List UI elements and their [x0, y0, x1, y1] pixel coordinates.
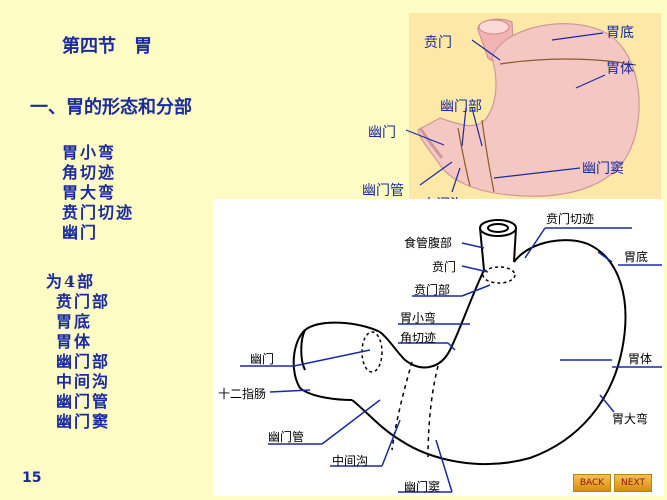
- feature-item: 胃大弯: [62, 183, 117, 202]
- page-number: 15: [22, 470, 42, 486]
- part-item: 胃底: [56, 312, 93, 331]
- part-item: 胃体: [56, 332, 93, 351]
- label-body: 胃体: [606, 61, 634, 77]
- next-button[interactable]: NEXT: [614, 474, 652, 492]
- label2-pylorus: 幽门: [250, 352, 275, 366]
- feature-item: 幽门: [62, 223, 99, 242]
- label2-abdominal-esophagus: 食管腹部: [404, 236, 453, 250]
- part-item: 中间沟: [56, 372, 111, 391]
- label2-intermediate-sulcus: 中间沟: [332, 454, 369, 468]
- label2-body: 胃体: [628, 352, 653, 366]
- feature-list: 胃小弯 角切迹 胃大弯 贲门切迹 幽门: [62, 143, 134, 243]
- label2-cardia: 贲门: [432, 260, 457, 274]
- label-pyloric-antrum: 幽门窦: [582, 161, 624, 177]
- feature-item: 胃小弯: [62, 143, 117, 162]
- label2-cardiac-notch: 贲门切迹: [546, 212, 595, 226]
- label2-pyloric-canal: 幽门管: [268, 430, 305, 444]
- feature-item: 角切迹: [62, 163, 117, 182]
- part-item: 幽门管: [56, 392, 111, 411]
- label-pyloric-canal: 幽门管: [362, 183, 404, 199]
- label2-cardiac-part: 贲门部: [414, 283, 451, 297]
- section-number: 第四节: [62, 36, 116, 57]
- label2-duodenum: 十二指肠: [218, 387, 267, 401]
- subtitle: 一、胃的形态和分部: [30, 97, 192, 118]
- label2-lesser-curvature: 胃小弯: [400, 311, 437, 325]
- label-pyloric-part: 幽门部: [440, 99, 482, 115]
- label2-greater-curvature: 胃大弯: [612, 412, 649, 426]
- label-cardia: 贲门: [424, 35, 452, 51]
- label2-fundus: 胃底: [624, 250, 649, 264]
- section-topic: 胃: [134, 36, 152, 57]
- parts-list: 为4部 贲门部 胃底 胃体 幽门部 中间沟 幽门管 幽门窦: [46, 272, 110, 432]
- section-title: 第四节胃: [62, 32, 152, 58]
- part-item: 贲门部: [56, 292, 111, 311]
- parts-heading: 为4部: [46, 272, 96, 291]
- label2-angular-incisure: 角切迹: [400, 331, 437, 345]
- part-item: 幽门部: [56, 352, 111, 371]
- feature-item: 贲门切迹: [62, 203, 135, 222]
- label2-pyloric-antrum: 幽门窦: [404, 480, 441, 494]
- part-item: 幽门窦: [56, 412, 111, 431]
- back-button[interactable]: BACK: [573, 474, 611, 492]
- label-fundus: 胃底: [606, 25, 634, 41]
- label-pylorus: 幽门: [368, 125, 396, 141]
